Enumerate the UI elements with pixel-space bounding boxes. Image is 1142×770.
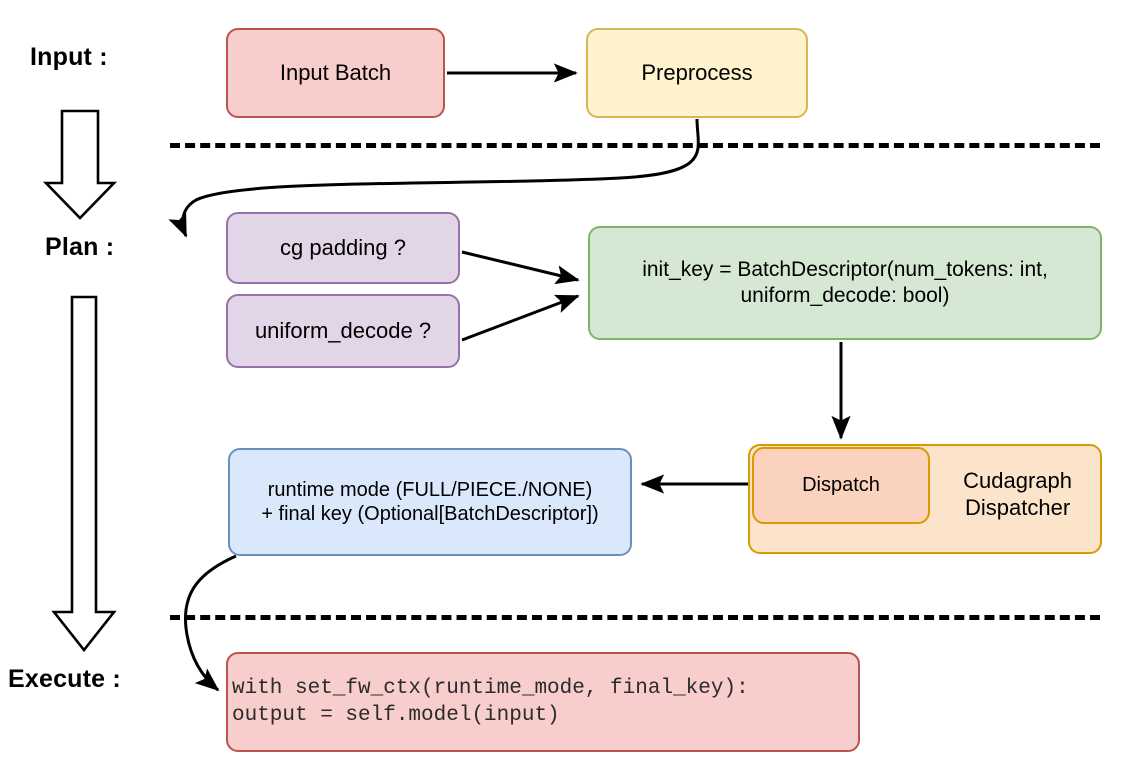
node-init-key[interactable]: init_key = BatchDescriptor(num_tokens: i… bbox=[588, 226, 1102, 340]
node-preprocess-label: Preprocess bbox=[641, 59, 753, 85]
stage-label-execute: Execute : bbox=[8, 665, 121, 693]
plan-to-execute-arrow bbox=[51, 295, 117, 653]
node-init-key-label: init_key = BatchDescriptor(num_tokens: i… bbox=[642, 258, 1048, 307]
node-runtime-mode[interactable]: runtime mode (FULL/PIECE./NONE) + final … bbox=[228, 448, 632, 556]
node-input-batch-label: Input Batch bbox=[279, 59, 392, 85]
stage-label-plan: Plan : bbox=[45, 233, 115, 261]
node-preprocess[interactable]: Preprocess bbox=[586, 28, 808, 118]
node-uniform-decode-label: uniform_decode ? bbox=[254, 317, 432, 343]
node-input-batch[interactable]: Input Batch bbox=[226, 28, 445, 118]
input-to-plan-arrow bbox=[42, 109, 118, 220]
plan-execute-divider bbox=[170, 615, 1100, 620]
input-plan-divider bbox=[170, 143, 1100, 148]
edge-uniform-decode-to-init-key bbox=[461, 294, 580, 342]
node-cg-padding[interactable]: cg padding ? bbox=[226, 212, 460, 284]
stage-label-input: Input : bbox=[30, 43, 108, 71]
node-cudagraph-dispatcher-label: Cudagraph Dispatcher bbox=[963, 468, 1072, 520]
edge-cg-padding-to-init-key bbox=[461, 250, 580, 285]
node-execute-code[interactable]: with set_fw_ctx(runtime_mode, final_key)… bbox=[226, 652, 860, 752]
node-dispatch-label: Dispatch bbox=[802, 474, 880, 497]
node-cg-padding-label: cg padding ? bbox=[280, 234, 406, 260]
node-dispatch[interactable]: Dispatch bbox=[752, 447, 930, 524]
node-runtime-mode-label: runtime mode (FULL/PIECE./NONE) + final … bbox=[261, 478, 599, 525]
node-execute-code-label: with set_fw_ctx(runtime_mode, final_key)… bbox=[232, 676, 749, 727]
node-uniform-decode[interactable]: uniform_decode ? bbox=[226, 294, 460, 368]
